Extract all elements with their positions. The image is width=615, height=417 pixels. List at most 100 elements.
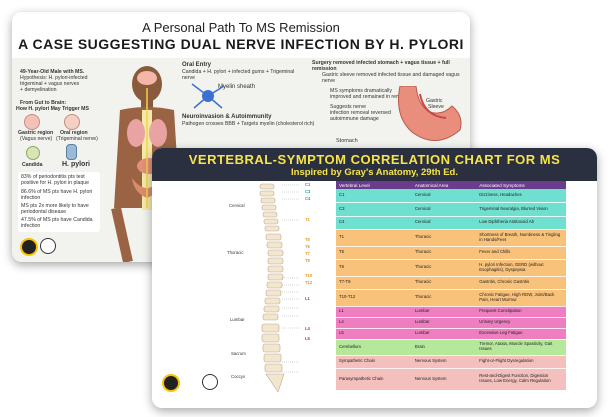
stomach-illustration bbox=[398, 86, 462, 141]
row-area: Lumbar bbox=[411, 306, 477, 318]
row-symptom: Frequent Constipation bbox=[476, 306, 566, 318]
row-area: Brain bbox=[411, 339, 477, 356]
table-row: C1 Cervical Dizziness, Headaches bbox=[336, 189, 566, 203]
row-area: Thoracic bbox=[411, 259, 477, 277]
vertebra-label-c3: C3 bbox=[305, 189, 311, 194]
table-row: C3 Cervical Trigeminal Neuralgia, Blurre… bbox=[336, 202, 566, 217]
row-area: Thoracic bbox=[411, 289, 477, 307]
poster-title: A Personal Path To MS Remission bbox=[142, 20, 340, 35]
row-symptom: Rest-and-Digest Function, Digestion Issu… bbox=[476, 368, 566, 391]
chart-title: VERTEBRAL-SYMPTOM CORRELATION CHART FOR … bbox=[188, 152, 561, 167]
ms-symptoms-line-2: improved and remained in remission bbox=[330, 94, 414, 100]
table-row: Parasympathetic Chain Nervous System Res… bbox=[336, 368, 566, 391]
stat-4: 47.5% of MS pts have Candida infection bbox=[21, 217, 93, 230]
stat-3: MS pts 2x more likely to have periodonta… bbox=[21, 203, 89, 216]
row-level: T1 bbox=[336, 229, 412, 247]
row-area: Cervical bbox=[411, 216, 477, 230]
region-thoracic: Thoracic bbox=[227, 250, 244, 255]
row-area: Thoracic bbox=[411, 246, 477, 260]
row-level: L5 bbox=[336, 328, 412, 340]
candida-label: Candida bbox=[22, 162, 43, 168]
row-symptom: Gastritis, Chronic Gastritis bbox=[476, 276, 566, 290]
row-level: L1 bbox=[336, 306, 412, 318]
col-header-area: Anatomical Area bbox=[411, 181, 477, 189]
seal-logo bbox=[202, 374, 218, 390]
poster-subtitle: A CASE SUGGESTING DUAL NERVE INFECTION B… bbox=[18, 36, 464, 52]
row-level: T7-T8 bbox=[336, 276, 412, 290]
vertebra-label-t7: T7 bbox=[305, 251, 310, 256]
vertebra-label-l4: L4 bbox=[305, 326, 310, 331]
gastric-label: Gastric region bbox=[18, 130, 54, 136]
region-cervical: Cervical bbox=[229, 203, 245, 208]
vertebra-label-t8: T8 bbox=[305, 258, 310, 263]
stomach-label: Stomach bbox=[336, 138, 358, 144]
patient-line-4: + demyelination bbox=[20, 87, 57, 93]
table-row: L5 Lumbar Excessive Leg Fatigue bbox=[336, 328, 566, 340]
hpylori-label: H. pylori bbox=[62, 161, 91, 168]
row-symptom: Dizziness, Headaches bbox=[476, 189, 566, 203]
row-symptom: Tremor, Ataxia, Muscle Spasticity, Gait … bbox=[476, 339, 566, 356]
poster-header: A Personal Path To MS Remission A CASE S… bbox=[12, 12, 470, 58]
suggests-line-3: autoimmune damage bbox=[330, 116, 379, 122]
row-area: Nervous System bbox=[411, 355, 477, 369]
stats-box: 83% of periodontitis pts test positive f… bbox=[18, 172, 100, 232]
row-area: Thoracic bbox=[411, 229, 477, 247]
gastric-icon bbox=[24, 114, 40, 130]
row-area: Cervical bbox=[411, 189, 477, 203]
row-area: Thoracic bbox=[411, 276, 477, 290]
row-symptom: Fever and Chills bbox=[476, 246, 566, 260]
row-level: Cerebellum bbox=[336, 339, 412, 356]
row-symptom: Low Diphtheria Antitoxoid Ab bbox=[476, 216, 566, 230]
neuro-title: Neuroinvasion & Autoimmunity bbox=[182, 114, 272, 120]
table-row: T10-T12 Thoracic Chronic Fatigue, High R… bbox=[336, 289, 566, 307]
table-row: Sympathetic Chain Nervous System Fight-o… bbox=[336, 355, 566, 369]
table-row: L4 Lumbar Urinary Urgency bbox=[336, 317, 566, 329]
vertebra-label-t6: T6 bbox=[305, 244, 310, 249]
row-level: Sympathetic Chain bbox=[336, 355, 412, 369]
region-coccyx: Coccyx bbox=[231, 374, 246, 379]
oral-icon bbox=[64, 114, 80, 130]
gut-heading-2: How H. pylori May Trigger MS bbox=[16, 106, 89, 112]
row-area: Lumbar bbox=[411, 328, 477, 340]
row-symptom: Fight-or-Flight Dysregulation bbox=[476, 355, 566, 369]
table-row: Cerebellum Brain Tremor, Ataxia, Muscle … bbox=[336, 339, 566, 356]
chart-header: VERTEBRAL-SYMPTOM CORRELATION CHART FOR … bbox=[152, 148, 597, 181]
gastric-sub: (Vagus nerve) bbox=[20, 136, 53, 142]
vertebra-label-l1: L1 bbox=[305, 296, 310, 301]
oral-entry-title: Oral Entry bbox=[182, 62, 212, 68]
row-level: T5 bbox=[336, 246, 412, 260]
spine-illustration bbox=[259, 183, 300, 393]
neuron-illustration bbox=[191, 83, 225, 109]
sleeve-label-1: Gastric bbox=[426, 98, 443, 104]
neuro-text: Pathogen crosses BBB + Targets myelin (c… bbox=[182, 121, 315, 127]
vertebra-label-c4: C4 bbox=[305, 196, 311, 201]
table-row: T1 Thoracic Shortness of Breath, Numbnes… bbox=[336, 229, 566, 247]
myelin-label: Myelin sheath bbox=[218, 84, 256, 90]
row-level: C3 bbox=[336, 202, 412, 217]
row-symptom: H. pylori Infection, GERD (without Esoph… bbox=[476, 259, 566, 277]
patient-line-1: 49-Year-Old Male with MS. bbox=[20, 69, 85, 75]
table-header-row: Vertebral Level Anatomical Area Associat… bbox=[336, 181, 566, 189]
patient-line-2: Hypothesis: H. pylori-infected bbox=[20, 75, 88, 81]
chart-subtitle: Inspired by Gray's Anatomy, 29th Ed. bbox=[291, 167, 458, 178]
row-symptom: Excessive Leg Fatigue bbox=[476, 328, 566, 340]
row-symptom: Shortness of Breath, Numbness & Tingling… bbox=[476, 229, 566, 247]
row-area: Lumbar bbox=[411, 317, 477, 329]
row-level: Parasympathetic Chain bbox=[336, 368, 412, 391]
row-symptom: Chronic Fatigue, High RDW, Joint/Back Pa… bbox=[476, 289, 566, 307]
suggests-line-2: infection removal reversed bbox=[330, 110, 391, 116]
row-symptom: Urinary Urgency bbox=[476, 317, 566, 329]
row-level: C4 bbox=[336, 216, 412, 230]
oral-entry-text: Candida + H. pylori + infected gums + Tr… bbox=[182, 69, 295, 82]
row-area: Cervical bbox=[411, 202, 477, 217]
row-area: Nervous System bbox=[411, 368, 477, 391]
stat-1: 83% of periodontitis pts test positive f… bbox=[21, 174, 90, 187]
candida-icon bbox=[26, 146, 40, 160]
region-lumbar: Lumbar bbox=[230, 317, 245, 322]
surgery-text: Surgery removed infected stomach + vagus… bbox=[312, 60, 450, 73]
row-level: L4 bbox=[336, 317, 412, 329]
vertebra-label-t5: T5 bbox=[305, 237, 310, 242]
hpylori-icon bbox=[66, 144, 77, 160]
row-level: T6 bbox=[336, 259, 412, 277]
col-header-symptom: Associated Symptoms bbox=[476, 181, 566, 189]
